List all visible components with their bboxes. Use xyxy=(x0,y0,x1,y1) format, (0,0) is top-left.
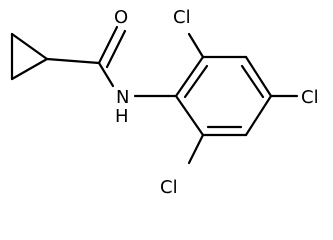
chlorine-top-label: Cl xyxy=(173,7,191,28)
nitrogen-hydrogen-label: H xyxy=(115,106,129,127)
oxygen-label: O xyxy=(114,7,128,28)
ring-bond-c6-c1 xyxy=(174,94,205,137)
cyclopropane-bond-bottom-left xyxy=(10,57,49,81)
carbonyl-bond-line-1 xyxy=(97,25,119,65)
carbonyl-double-bond xyxy=(97,25,127,69)
cyclopropyl-carbonyl-bond xyxy=(45,57,101,65)
ring-bond-c4-c5 xyxy=(244,94,273,137)
cyclopropyl-ring xyxy=(10,32,49,81)
cyclopropane-bond-top-left xyxy=(10,32,49,61)
carbonyl-nitrogen-bond xyxy=(97,61,115,88)
ring-bond-c3-c4 xyxy=(244,55,273,98)
chlorine-top-bond xyxy=(187,32,205,59)
benzene-ring xyxy=(174,55,273,137)
chlorine-para-label: Cl xyxy=(301,87,319,108)
carbonyl-bond-line-2 xyxy=(105,29,127,69)
ring-bond-c3-c4-inner xyxy=(240,64,265,99)
ring-bond-c1-c2 xyxy=(174,55,205,98)
ring-bond-c1-c2-inner xyxy=(183,64,209,99)
chlorine-bottom-label: Cl xyxy=(160,177,178,198)
chlorine-bottom-bond xyxy=(187,133,205,165)
nitrogen-label: N xyxy=(116,87,129,108)
chemical-structure-diagram: O N H Cl Cl Cl xyxy=(10,7,319,198)
